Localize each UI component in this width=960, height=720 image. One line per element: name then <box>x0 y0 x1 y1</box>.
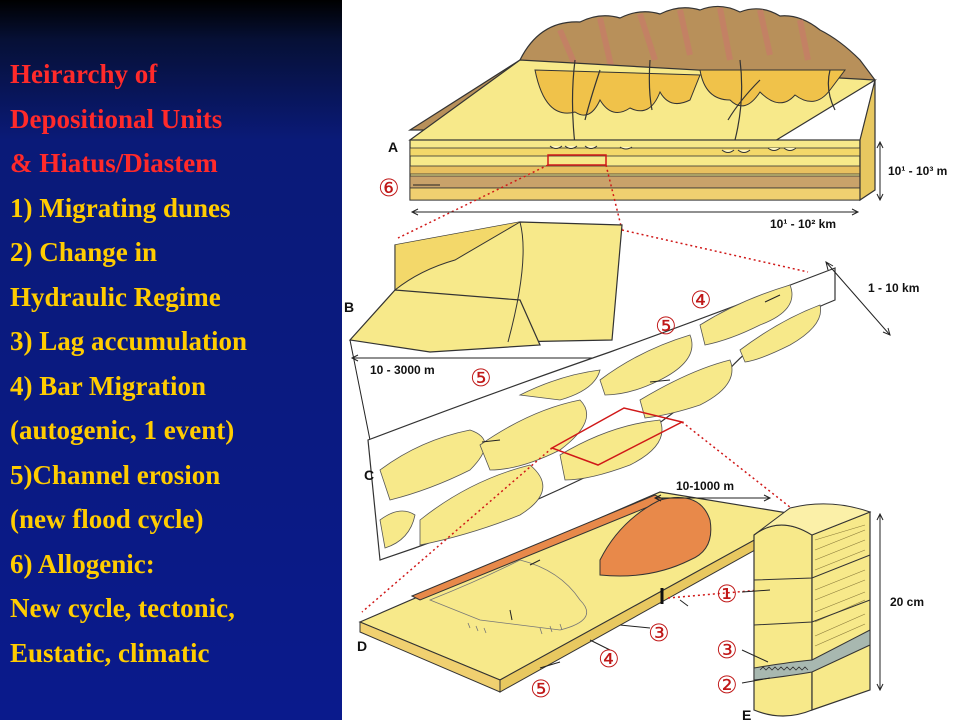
title-line: Depositional Units <box>10 103 223 134</box>
scale-label: 10¹ - 10² km <box>770 217 836 231</box>
bar-ticks <box>467 622 563 635</box>
title-line: Heirarchy of <box>10 59 158 89</box>
list-item: New cycle, tectonic, <box>10 593 235 623</box>
list-item: 5)Channel erosion <box>10 459 221 490</box>
gravel-marks <box>759 666 809 671</box>
scale-arrowheads <box>410 208 860 216</box>
list-item: 3) Lag accumulation <box>10 326 248 356</box>
title-line: & Hiatus/Diastem <box>10 148 218 178</box>
scale-label: 20 cm <box>890 595 924 609</box>
scale-arrowheads <box>876 512 884 692</box>
scale-label: 1 - 10 km <box>868 281 919 295</box>
list-item: 4) Bar Migration <box>10 370 206 401</box>
list-item: (new flood cycle) <box>10 504 204 534</box>
flow-arrows <box>481 294 781 443</box>
flow-arrows <box>509 559 689 621</box>
set-boundaries <box>753 554 871 626</box>
c-scale <box>825 261 891 336</box>
zoom-lines <box>621 229 809 273</box>
streams <box>571 59 836 146</box>
marker-3: ③ <box>716 636 738 664</box>
panel-label-c: C <box>364 467 374 483</box>
alluvial-fans <box>534 69 701 116</box>
marker-3: ③ <box>648 619 670 647</box>
mountain-ridges <box>557 7 811 71</box>
leader-lines <box>741 589 771 684</box>
alluvial-fans <box>699 69 846 107</box>
block-c <box>361 260 891 613</box>
panel-label-d: D <box>357 638 367 654</box>
lag-layer <box>753 629 871 681</box>
zoom-lines <box>361 421 801 613</box>
zoom-box <box>547 154 607 166</box>
zoom-lines <box>397 164 623 239</box>
panel-label-e: E <box>742 707 751 720</box>
core-cylinder <box>753 524 813 717</box>
marker-6: ⑥ <box>378 174 400 202</box>
bar-contours <box>428 559 587 631</box>
list-item: Hydraulic Regime <box>10 281 221 312</box>
dune-boundary <box>507 221 524 343</box>
scale-arrowheads <box>825 260 891 336</box>
marker-1: ① <box>716 580 738 608</box>
bar-lobe <box>599 497 712 577</box>
marker-5: ⑤ <box>470 364 492 392</box>
list-item: 2) Change in <box>10 237 158 267</box>
list-item: (autogenic, 1 event) <box>10 415 235 445</box>
marker-5: ⑤ <box>655 312 677 340</box>
braid-bars <box>379 284 822 549</box>
list-item: 1) Migrating dunes <box>10 192 231 223</box>
dune-lower <box>348 289 541 353</box>
leader-line <box>349 339 371 441</box>
core-top <box>753 503 872 536</box>
marker-5: ⑤ <box>530 675 552 703</box>
panel-label-a: A <box>388 139 398 155</box>
marker-2: ② <box>716 671 738 699</box>
layer <box>409 165 861 175</box>
scale-label: 10-1000 m <box>676 479 734 493</box>
leader-lines <box>539 624 651 669</box>
channel-lenses <box>549 145 797 153</box>
marker-4: ④ <box>598 645 620 673</box>
slide-text: Heirarchy of Depositional Units & Hiatus… <box>10 52 340 675</box>
text-panel: Heirarchy of Depositional Units & Hiatus… <box>0 0 342 720</box>
panel-label-b: B <box>344 299 354 315</box>
layer <box>409 175 861 189</box>
block-a <box>397 5 884 239</box>
layer <box>409 187 861 201</box>
list-item: Eustatic, climatic <box>10 637 210 668</box>
block-d <box>358 491 802 693</box>
scale-label: 10¹ - 10³ m <box>888 164 947 178</box>
scale-arrowheads <box>653 494 772 502</box>
scale-label: 10 - 3000 m <box>370 363 435 377</box>
dune-foreset <box>394 221 521 292</box>
block-side <box>859 79 876 202</box>
block-b <box>348 221 809 441</box>
marker-4: ④ <box>690 286 712 314</box>
block-e <box>741 503 884 717</box>
hierarchy-diagram: A 10¹ - 10³ m 10¹ - 10² km ⑥ B 10 - 3000… <box>342 0 960 720</box>
scale-arrowheads <box>876 140 884 202</box>
list-item: 6) Allogenic: <box>10 548 155 579</box>
